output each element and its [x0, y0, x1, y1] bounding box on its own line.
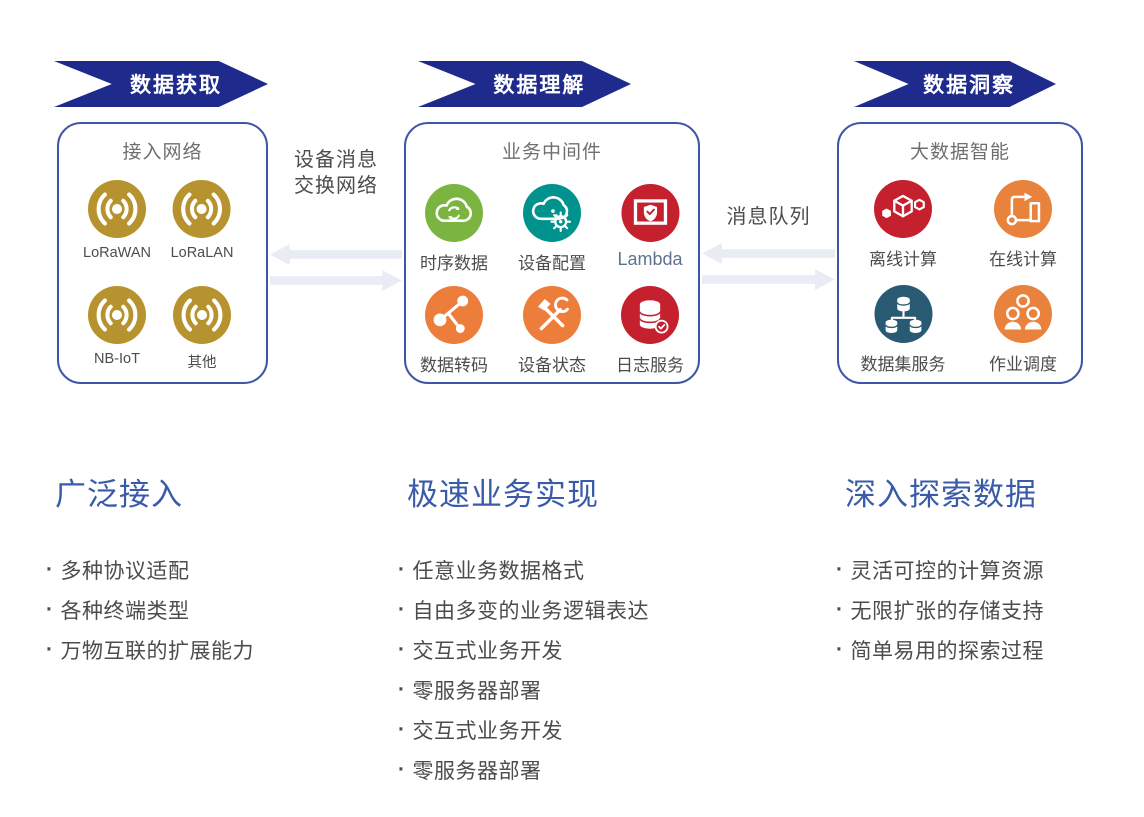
radio-waves-icon: [88, 180, 146, 238]
cloud-gear-icon: [523, 184, 581, 242]
list-item: ·灵活可控的计算资源: [836, 558, 1044, 583]
network-item-other: 其他: [173, 286, 231, 372]
banner-data-understanding: 数据理解: [418, 61, 631, 107]
middleware-item-device-config: 设备配置: [518, 184, 586, 274]
network-item-nbiot: NB-IoT: [88, 286, 146, 367]
arrow-left-icon: [270, 244, 402, 265]
section-broad-access: 广泛接入 ·多种协议适配 ·各种终端类型 ·万物互联的扩展能力: [46, 476, 254, 670]
radio-waves-icon: [88, 286, 146, 344]
list-item: ·自由多变的业务逻辑表达: [398, 598, 649, 623]
item-label: 数据集服务: [860, 355, 946, 374]
section-deep-exploration: 深入探索数据 ·灵活可控的计算资源 ·无限扩张的存储支持 ·简单易用的探索过程: [836, 476, 1044, 670]
radio-waves-icon: [173, 286, 231, 344]
item-label: LoRaWAN: [83, 245, 151, 261]
bullet-list: ·任意业务数据格式 ·自由多变的业务逻辑表达 ·交互式业务开发 ·零服务器部署 …: [398, 550, 649, 790]
bullet-dot: ·: [836, 598, 844, 621]
database-check-icon: [621, 286, 679, 344]
item-label: 时序数据: [420, 254, 488, 273]
list-item: ·各种终端类型: [46, 598, 190, 623]
item-label: Lambda: [617, 249, 683, 269]
radio-waves-icon: [173, 180, 231, 238]
bullet-dot: ·: [46, 558, 54, 581]
list-item: ·多种协议适配: [46, 558, 190, 583]
bigdata-item-online-compute: 在线计算: [989, 180, 1057, 270]
item-label: LoRaLAN: [170, 245, 234, 261]
monitor-shield-icon: [621, 184, 679, 242]
connector-message-queue-label: 消息队列: [726, 206, 811, 228]
bullet-dot: ·: [836, 638, 844, 661]
list-item: ·零服务器部署: [398, 678, 542, 703]
bullet-dot: ·: [398, 718, 406, 741]
list-item: ·交互式业务开发: [398, 718, 563, 743]
banner-data-insight: 数据洞察: [854, 61, 1056, 107]
list-item: ·万物互联的扩展能力: [46, 638, 254, 663]
item-label: 设备配置: [518, 254, 586, 273]
share-nodes-icon: [425, 286, 483, 344]
bigdata-item-dataset-service: 数据集服务: [861, 285, 946, 375]
bigdata-item-offline-compute: 离线计算: [869, 180, 937, 270]
item-label: NB-IoT: [94, 351, 140, 367]
middleware-item-log-service: 日志服务: [616, 286, 684, 376]
banner-label: 数据洞察: [923, 74, 1016, 97]
banner-label: 数据理解: [493, 74, 586, 97]
bullet-dot: ·: [836, 558, 844, 581]
cloud-sync-icon: [425, 184, 483, 242]
section-heading: 深入探索数据: [845, 477, 1037, 512]
list-item: ·零服务器部署: [398, 758, 542, 783]
list-item: ·交互式业务开发: [398, 638, 563, 663]
item-label: 在线计算: [989, 250, 1057, 269]
bullet-dot: ·: [398, 558, 406, 581]
bigdata-intelligence-box: 大数据智能 离线计算 在线计算: [837, 122, 1083, 384]
item-label: 作业调度: [989, 355, 1057, 374]
bullet-dot: ·: [46, 598, 54, 621]
network-item-lorawan: LoRaWAN: [83, 180, 151, 261]
middleware-item-device-status: 设备状态: [518, 286, 586, 376]
item-label: 设备状态: [518, 356, 586, 375]
tools-icon: [523, 286, 581, 344]
bullet-dot: ·: [398, 598, 406, 621]
team-icon: [994, 285, 1052, 343]
section-rapid-business: 极速业务实现 ·任意业务数据格式 ·自由多变的业务逻辑表达 ·交互式业务开发 ·…: [398, 476, 649, 790]
middleware-item-lambda: Lambda: [617, 184, 683, 270]
item-label: 日志服务: [616, 356, 684, 375]
middleware-item-data-transcoding: 数据转码: [420, 286, 488, 376]
item-label: 其他: [187, 355, 217, 371]
item-label: 数据转码: [420, 356, 488, 375]
section-heading: 广泛接入: [55, 477, 183, 512]
bullet-dot: ·: [46, 638, 54, 661]
connector-device-message-network-label: 设备消息 交换网络: [294, 149, 378, 197]
flowchart-icon: [994, 180, 1052, 238]
bullet-dot: ·: [398, 678, 406, 701]
bullet-list: ·灵活可控的计算资源 ·无限扩张的存储支持 ·简单易用的探索过程: [836, 550, 1044, 670]
bullet-dot: ·: [398, 758, 406, 781]
list-item: ·无限扩张的存储支持: [836, 598, 1044, 623]
box-title: 大数据智能: [909, 142, 1010, 163]
list-item: ·简单易用的探索过程: [836, 638, 1044, 663]
box-title: 业务中间件: [501, 142, 602, 163]
middleware-item-timeseries: 时序数据: [420, 184, 488, 274]
banner-label: 数据获取: [129, 74, 222, 97]
cube-hexagons-icon: [874, 180, 932, 238]
business-middleware-box: 业务中间件 时序数据 设备配置: [404, 122, 700, 384]
bigdata-item-job-scheduling: 作业调度: [989, 285, 1057, 375]
network-item-loralan: LoRaLAN: [170, 180, 234, 261]
arrow-left-icon: [702, 243, 835, 264]
bullet-dot: ·: [398, 638, 406, 661]
box-title: 接入网络: [122, 142, 203, 163]
bullet-list: ·多种协议适配 ·各种终端类型 ·万物互联的扩展能力: [46, 550, 254, 670]
database-cluster-icon: [874, 285, 932, 343]
arrow-right-icon: [702, 269, 835, 290]
section-heading: 极速业务实现: [407, 477, 599, 512]
access-network-box: 接入网络 LoRaWAN LoRaLAN: [57, 122, 268, 384]
arrow-right-icon: [270, 270, 402, 291]
list-item: ·任意业务数据格式: [398, 558, 585, 583]
banner-data-acquisition: 数据获取: [54, 61, 268, 107]
item-label: 离线计算: [869, 250, 937, 269]
